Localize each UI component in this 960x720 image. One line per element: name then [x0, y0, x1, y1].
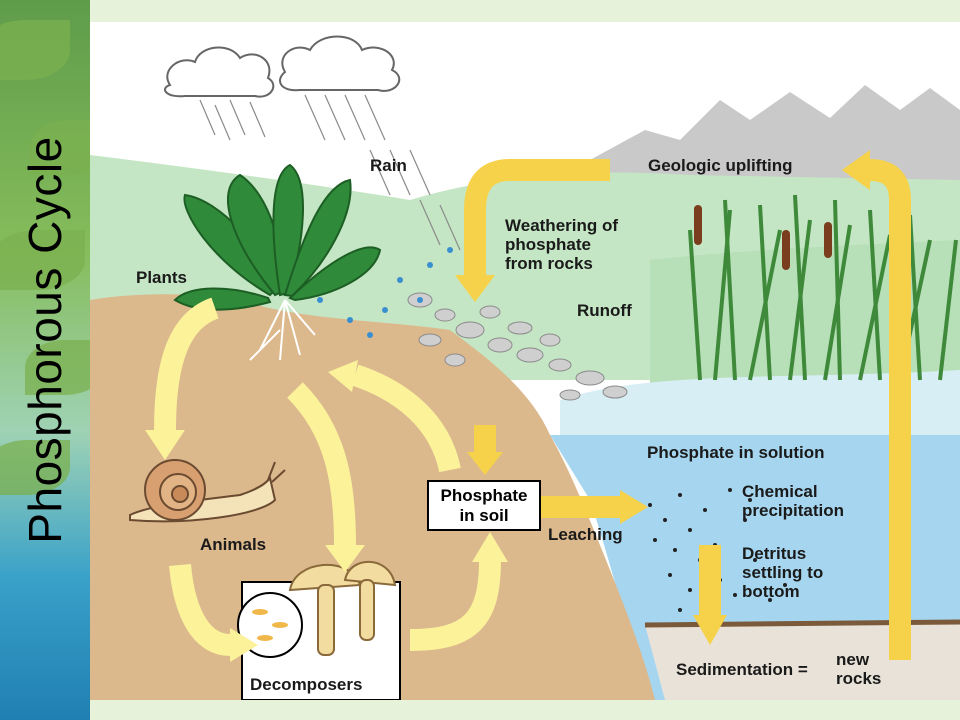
label-leaching: Leaching	[548, 525, 623, 544]
label-chemical-precipitation: Chemical precipitation	[742, 482, 845, 521]
cloud-left	[164, 46, 275, 98]
page-title: Phosphorous Cycle	[19, 136, 71, 544]
plant-roots	[249, 299, 316, 361]
cloud-right	[279, 35, 401, 92]
sediment-layer	[645, 622, 960, 700]
cattails	[694, 205, 832, 270]
bottom-band	[90, 700, 960, 720]
label-runoff: Runoff	[577, 301, 632, 320]
arrow-plants-to-animals	[154, 297, 220, 431]
label-sedimentation: Sedimentation =	[676, 660, 808, 679]
label-phosphate-in-solution: Phosphate in solution	[647, 443, 825, 462]
arrow-plants-to-decomposers	[287, 382, 356, 546]
snail	[129, 459, 286, 523]
soil	[90, 294, 655, 700]
label-weathering: Weathering of phosphate from rocks	[505, 216, 619, 274]
bio-arrows	[154, 297, 501, 656]
sidebar-decoration	[0, 0, 90, 720]
vertical-title: Phosphorous Cycle	[0, 0, 90, 720]
arrow-decomposers-to-soil	[409, 559, 501, 651]
geo-arrowheads	[455, 150, 870, 645]
arrow-sediment-to-uplift	[869, 159, 911, 660]
arrow-uplift-to-weathering	[464, 159, 610, 275]
plant	[173, 163, 382, 311]
geo-arrows	[464, 159, 911, 660]
label-animals: Animals	[200, 535, 267, 554]
label-new-rocks: new rocks	[836, 650, 882, 689]
stream-rocks	[407, 292, 628, 401]
mushrooms	[288, 560, 397, 656]
phosphorus-cycle-diagram	[90, 22, 960, 701]
label-detritus: Detritus settling to bottom	[742, 544, 824, 602]
label-plants: Plants	[136, 268, 188, 287]
top-band	[90, 0, 960, 22]
rain-drops	[317, 247, 453, 338]
label-decomposers: Decomposers	[250, 675, 363, 694]
label-rain: Rain	[370, 156, 407, 175]
arrow-animals-to-decomposers	[169, 563, 231, 656]
bacteria-magnifier	[237, 592, 303, 658]
bio-arrowheads	[145, 360, 508, 662]
label-phosphate-in-soil: Phosphate in soil	[427, 480, 541, 532]
label-geologic-uplifting: Geologic uplifting	[648, 156, 793, 175]
arrow-soil-to-plants	[351, 364, 461, 473]
rain-streaks	[199, 94, 461, 251]
